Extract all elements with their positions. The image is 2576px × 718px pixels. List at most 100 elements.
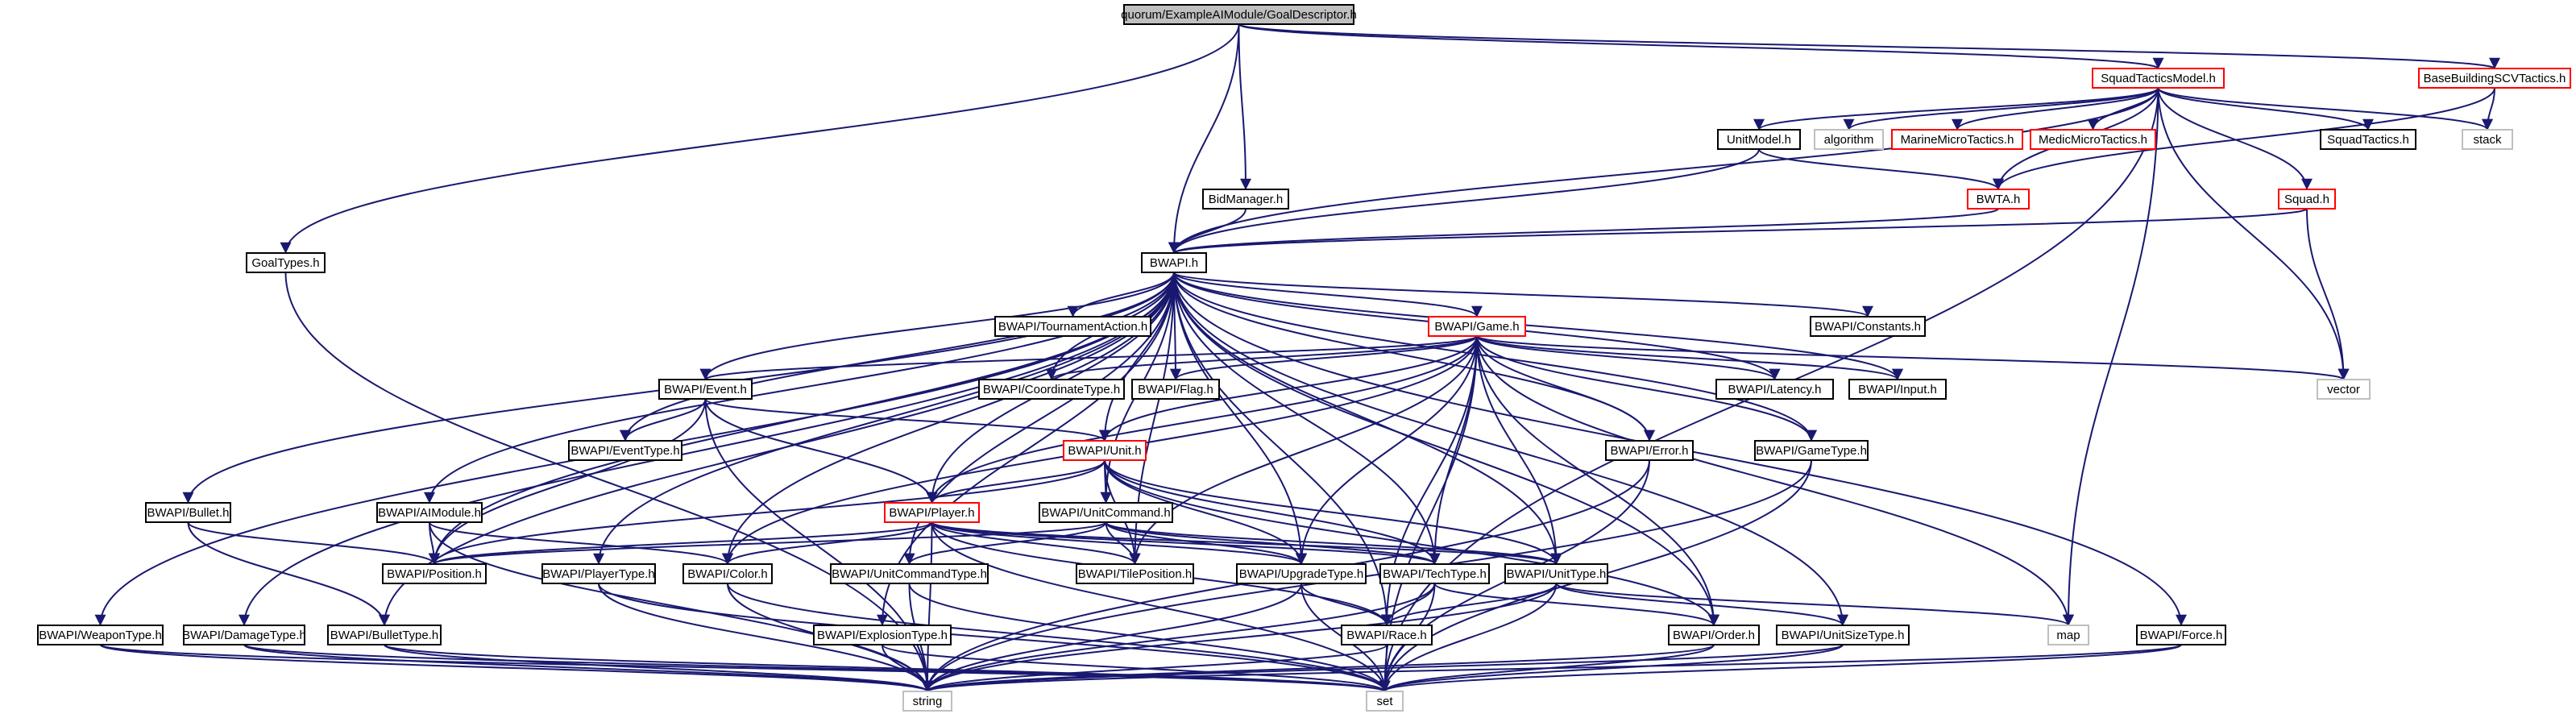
node-techtype[interactable]: BWAPI/TechType.h <box>1379 563 1490 584</box>
node-input[interactable]: BWAPI/Input.h <box>1848 379 1947 400</box>
edge-game-to-vector <box>1476 335 2349 380</box>
node-box <box>1428 316 1526 337</box>
edge-line <box>1993 87 2495 190</box>
edge-line <box>1238 23 2500 69</box>
node-unit[interactable]: BWAPI/Unit.h <box>1063 440 1147 461</box>
node-playertype[interactable]: BWAPI/PlayerType.h <box>541 563 656 584</box>
node-label: vector <box>2327 383 2360 396</box>
node-unitmodel[interactable]: UnitModel.h <box>1717 129 1801 150</box>
edge-event-to-player <box>704 398 938 504</box>
edge-root-to-bwapi <box>1168 23 1240 254</box>
edge-bullet-to-bullettype <box>187 521 390 626</box>
node-aimodule[interactable]: BWAPI/AIModule.h <box>376 502 483 523</box>
node-box <box>2278 189 2336 210</box>
edge-line <box>2157 87 2374 131</box>
edge-player-to-set <box>931 521 1391 692</box>
edge-line <box>722 521 933 565</box>
node-goaltypes[interactable]: GoalTypes.h <box>246 252 326 273</box>
node-box <box>2136 625 2226 645</box>
node-bwapi[interactable]: BWAPI.h <box>1141 252 1207 273</box>
edge-game-to-map <box>1476 335 2074 626</box>
node-basebuilding[interactable]: BaseBuildingSCVTactics.h <box>2418 68 2571 89</box>
edge-line <box>99 644 933 692</box>
node-position[interactable]: BWAPI/Position.h <box>382 563 487 584</box>
node-force[interactable]: BWAPI/Force.h <box>2136 625 2226 645</box>
node-box <box>145 502 231 523</box>
edge-line <box>384 644 933 692</box>
node-label: BWAPI/DamageType.h <box>182 629 306 642</box>
edge-bwta-to-bwapi <box>1168 208 1999 254</box>
edge-bullettype-to-string <box>384 644 933 692</box>
node-upgradetype[interactable]: BWAPI/UpgradeType.h <box>1236 563 1367 584</box>
node-root[interactable]: quorum/ExampleAIModule/GoalDescriptor.h <box>1121 4 1357 25</box>
node-bwta[interactable]: BWTA.h <box>1967 189 2030 210</box>
edge-squad-to-bwapi <box>1168 208 2308 254</box>
edge-line <box>1843 87 2159 131</box>
node-player[interactable]: BWAPI/Player.h <box>884 502 980 523</box>
node-unitsizetype[interactable]: BWAPI/UnitSizeType.h <box>1776 625 1910 645</box>
node-unitcommand[interactable]: BWAPI/UnitCommand.h <box>1039 502 1173 523</box>
edge-line <box>1433 583 1719 626</box>
node-label: BWAPI/Error.h <box>1611 444 1689 458</box>
edge-line <box>429 459 1105 565</box>
node-squad[interactable]: Squad.h <box>2278 189 2336 210</box>
node-marinemicro[interactable]: MarineMicroTactics.h <box>1891 129 2023 150</box>
edge-line <box>1104 459 1307 565</box>
node-bullettype[interactable]: BWAPI/BulletType.h <box>327 625 442 645</box>
node-box <box>2092 68 2225 89</box>
node-weapontype[interactable]: BWAPI/WeaponType.h <box>37 625 164 645</box>
node-explosiontype[interactable]: BWAPI/ExplosionType.h <box>813 625 952 645</box>
node-latency[interactable]: BWAPI/Latency.h <box>1715 379 1834 400</box>
edge-player-to-unittype <box>931 521 1562 565</box>
node-bullet[interactable]: BWAPI/Bullet.h <box>145 502 231 523</box>
node-tileposition[interactable]: BWAPI/TilePosition.h <box>1076 563 1194 584</box>
edge-line <box>2157 87 2313 190</box>
edge-line <box>700 335 1478 380</box>
node-unittype[interactable]: BWAPI/UnitType.h <box>1504 563 1608 584</box>
node-eventtype[interactable]: BWAPI/EventType.h <box>568 440 682 461</box>
node-race[interactable]: BWAPI/Race.h <box>1341 625 1433 645</box>
node-label: MarineMicroTactics.h <box>1901 133 2014 147</box>
edge-unitsizetype-to-set <box>1379 644 1844 692</box>
node-flag[interactable]: BWAPI/Flag.h <box>1131 379 1220 400</box>
node-label: BWAPI/Event.h <box>664 383 747 396</box>
node-label: BWAPI/Game.h <box>1434 320 1519 334</box>
node-event[interactable]: BWAPI/Event.h <box>658 379 753 400</box>
edge-upgradetype-to-race <box>1300 583 1392 626</box>
node-coordtype[interactable]: BWAPI/CoordinateType.h <box>978 379 1125 400</box>
node-color[interactable]: BWAPI/Color.h <box>682 563 773 584</box>
node-constants[interactable]: BWAPI/Constants.h <box>1810 316 1926 337</box>
node-game[interactable]: BWAPI/Game.h <box>1428 316 1526 337</box>
node-box <box>1967 189 2030 210</box>
edge-line <box>187 521 390 626</box>
edge-bwapi-to-game <box>1173 272 1483 317</box>
node-label: BWAPI/Unit.h <box>1068 444 1141 458</box>
node-error[interactable]: BWAPI/Error.h <box>1605 440 1694 461</box>
node-order[interactable]: BWAPI/Order.h <box>1668 625 1760 645</box>
node-damagetype[interactable]: BWAPI/DamageType.h <box>182 625 306 645</box>
edge-playertype-to-string <box>598 583 933 692</box>
node-set: set <box>1366 691 1404 712</box>
node-box <box>813 625 952 645</box>
edge-line <box>1476 335 1655 442</box>
edge-player-to-upgradetype <box>931 521 1307 565</box>
node-bidmanager[interactable]: BidManager.h <box>1202 189 1289 210</box>
node-label: stack <box>2473 133 2502 147</box>
node-unitcommandtype[interactable]: BWAPI/UnitCommandType.h <box>830 563 989 584</box>
node-tournament[interactable]: BWAPI/TournamentAction.h <box>994 316 1151 337</box>
edge-line <box>1379 644 1844 692</box>
edge-player-to-position <box>429 521 933 565</box>
node-gametype[interactable]: BWAPI/GameType.h <box>1754 440 1869 461</box>
edge-line <box>1952 87 2159 131</box>
edge-unitcommand-to-unitcommandtype <box>903 521 1107 565</box>
node-label: BWAPI/GameType.h <box>1756 444 1867 458</box>
edge-line <box>1105 521 1307 565</box>
edge-line <box>620 272 1175 442</box>
node-squadtactics[interactable]: SquadTactics.h <box>2320 129 2416 150</box>
node-medicmicro[interactable]: MedicMicroTactics.h <box>2030 129 2156 150</box>
node-label: map <box>2056 629 2080 642</box>
node-squadtacticsmodel[interactable]: SquadTacticsModel.h <box>2092 68 2225 89</box>
node-box <box>1341 625 1433 645</box>
edge-line <box>1555 583 1848 626</box>
node-label: BWAPI/BulletType.h <box>330 629 439 642</box>
